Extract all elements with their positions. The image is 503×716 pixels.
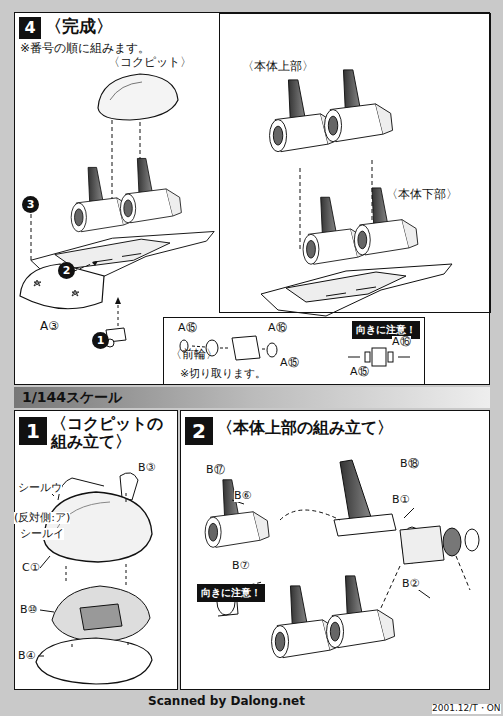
part-label: B⑰ xyxy=(206,464,225,476)
step-number: 2 xyxy=(185,417,213,445)
heading-text: 1/144スケール xyxy=(22,389,122,405)
heading-text: 〈コクピットの 組み立て〉 xyxy=(51,415,171,452)
heading-text: 〈本体上部の組み立て〉 xyxy=(217,419,393,437)
part-label: B① xyxy=(392,494,409,506)
part-label: シールウ xyxy=(18,482,62,494)
part-label: A⑮ xyxy=(178,322,197,334)
heading-text: 向きに注意！ xyxy=(356,324,416,336)
step-number: 4 xyxy=(19,17,41,39)
part-label: (反対側:ア) xyxy=(14,512,70,524)
heading-text: 〈本体下部〉 xyxy=(386,188,458,202)
step-panel: 2〈本体上部の組み立て〉向きに注意！ xyxy=(180,410,490,690)
part-label: A⑯ xyxy=(392,336,411,348)
part-label: C① xyxy=(22,562,40,574)
heading-text: 〈完成〉 xyxy=(45,17,113,37)
heading-text: 向きに注意！ xyxy=(201,587,261,599)
front-wheel-inset: 〈前輪〉 ※切り取ります。 向きに注意！ xyxy=(163,317,425,385)
part-label: A⑮ xyxy=(350,366,369,378)
step-panel: 1〈コクピットの 組み立て〉 xyxy=(14,410,178,690)
watermark: Scanned by Dalong.net xyxy=(148,695,305,708)
part-label: ※番号の順に組みます。 xyxy=(20,42,150,55)
callout-number: 2 xyxy=(58,262,75,279)
part-label: シールイ xyxy=(20,528,64,540)
scale-band: 1/144スケール xyxy=(14,387,490,409)
heading-text: ※切り取ります。 xyxy=(180,368,266,381)
part-label: 2001.12/T・ON xyxy=(432,704,501,714)
part-label: B② xyxy=(402,578,419,590)
heading-text: 〈本体上部〉 xyxy=(242,60,314,74)
part-label: B③ xyxy=(138,462,155,474)
subassembly-panel: 〈本体上部〉〈本体下部〉 xyxy=(219,13,491,313)
part-label: B④ xyxy=(18,650,35,662)
part-label: 〈コクピット〉 xyxy=(108,56,192,69)
part-label: A⑮ xyxy=(280,357,299,369)
callout-number: 3 xyxy=(22,196,39,213)
heading-text: 〈前輪〉 xyxy=(170,348,218,362)
part-label: B⑱ xyxy=(400,458,419,470)
step-number: 1 xyxy=(19,417,47,445)
part-label: B⑦ xyxy=(232,560,249,572)
caution-box: 向きに注意！ xyxy=(197,584,265,602)
part-label: A⑯ xyxy=(268,322,287,334)
part-label: B⑩ xyxy=(20,604,37,616)
step-panel: 4〈完成〉〈本体上部〉〈本体下部〉〈前輪〉※切り取ります。向きに注意！ xyxy=(14,12,490,385)
part-label: A③ xyxy=(40,320,59,333)
callout-number: 1 xyxy=(92,332,109,349)
part-label: B⑥ xyxy=(234,490,251,502)
